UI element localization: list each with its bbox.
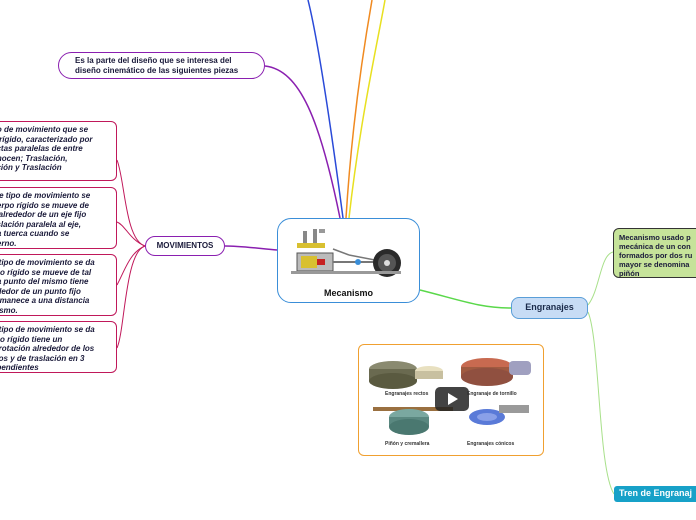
left-item-line: a alrededor de un eje fijo [0,210,87,219]
tren-de-engranajes-node[interactable]: Tren de Engranaj [614,486,696,502]
branch-green-engranajes [419,289,512,309]
left-item-line: e tipo de movimiento se da [0,258,95,267]
branch-green-note [587,251,614,306]
left-item-line: elos y de traslación en 3 [0,353,85,363]
branch-magenta-2 [116,221,146,247]
left-item-line: o rígido, caracterizado por [0,134,93,144]
central-title: Mecanismo [323,288,374,298]
tren-label: Tren de Engranaj [619,488,693,499]
left-item-line: po de movimiento que se [0,125,89,134]
left-item-line: rpo rígido tiene un [0,334,63,344]
caption-bevel: Engranajes cónicos [467,441,515,447]
movimientos-node[interactable]: MOVIMIENTOS [145,236,225,256]
left-item-line: ectas paralelas de entre [0,144,83,153]
left-item-line: e rotación alrededor de los [0,344,95,353]
left-item-line: ededor de un punto fijo [0,286,81,296]
steam-engine-image [290,229,401,277]
caption-spur: Engranajes rectos [385,391,429,397]
left-item-line: aslación paralela al eje, [0,219,81,229]
caption-worm: Engranaje de tornillo [467,391,517,397]
branch-blue-top [307,0,344,219]
left-item-1[interactable]: po de movimiento que se o rígido, caract… [0,121,117,181]
gears-illustration [369,358,531,435]
movimientos-label: MOVIMIENTOS [156,241,214,251]
left-item-line: ependientes [0,363,39,372]
green-note-line: piñón [619,269,640,278]
left-item-line: perno. [0,238,17,248]
branch-magenta-1 [116,159,146,247]
engranajes-node[interactable]: Engranajes [511,297,588,319]
green-note-line: formados por dos ru [619,251,693,260]
engranajes-note[interactable]: Mecanismo usado p mecánica de un con for… [613,228,696,278]
left-item-line: ación y Traslación [0,163,62,172]
central-node[interactable]: Mecanismo [277,218,420,303]
top-note-line: Es la parte del diseño que se interesa d… [75,56,232,65]
left-item-line: nismo. [0,305,18,315]
green-note-line: mecánica de un con [619,242,691,251]
left-item-line: na tuerca cuando se [0,229,70,238]
gears-video-thumbnail[interactable]: Engranajes rectos Engranaje de tornillo … [358,344,544,456]
branch-purple-movimientos [224,245,278,251]
caption-rack: Piñón y cremallera [385,441,430,447]
left-item-line: ermanece a una distancia [0,296,90,305]
branch-magenta-4 [116,245,146,349]
left-item-line: onocen; Traslación, [0,153,68,163]
left-item-3[interactable]: e tipo de movimiento se da rpo rígido se… [0,254,117,316]
branch-yellow-top [348,0,386,219]
engranajes-label: Engranajes [525,302,574,313]
green-note-line: mayor se denomina [619,260,690,269]
top-note-line: diseño cinemático de las siguientes piez… [75,65,239,75]
left-item-4[interactable]: e tipo de movimiento se da rpo rígido ti… [0,321,117,373]
branch-orange-top [345,0,373,219]
green-note-line: Mecanismo usado p [619,233,691,242]
left-item-line: e tipo de movimiento se da [0,325,95,334]
branch-green-tren [587,311,615,495]
left-item-line: rpo rígido se mueve de tal [0,267,92,277]
left-item-line: ste tipo de movimiento se [0,191,91,200]
top-note[interactable]: Es la parte del diseño que se interesa d… [58,52,265,79]
left-item-line: uerpo rígido se mueve de [0,200,89,210]
left-item-2[interactable]: ste tipo de movimiento se uerpo rígido s… [0,187,117,249]
left-item-line: da punto del mismo tiene [0,277,89,286]
branch-magenta-3 [116,245,146,286]
branch-purple-note [264,65,341,219]
